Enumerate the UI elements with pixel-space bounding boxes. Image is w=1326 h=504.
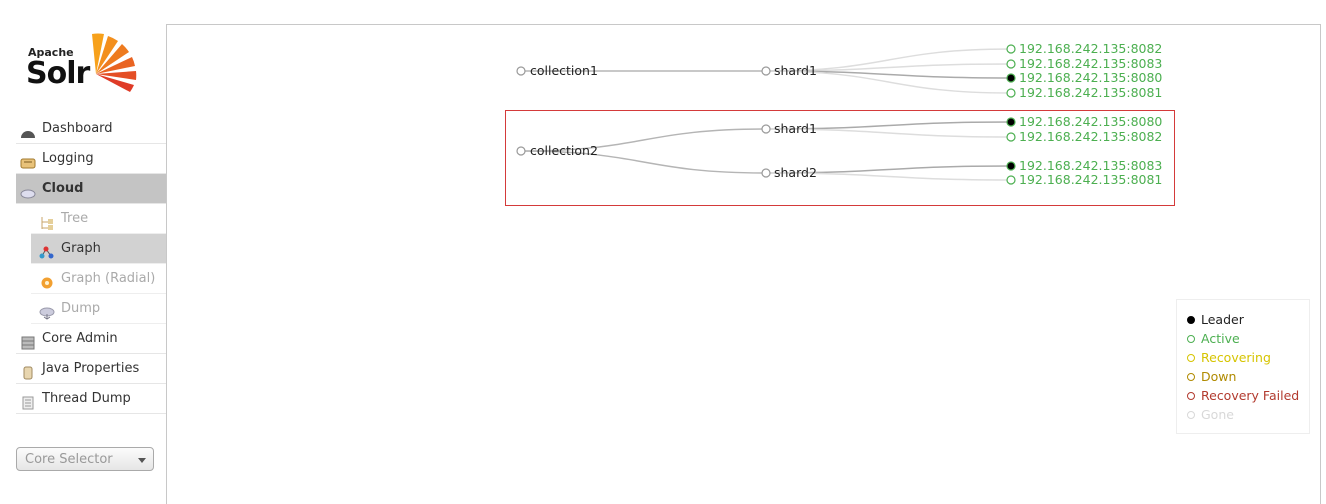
legend-item: Active [1187, 329, 1309, 348]
nav-tree[interactable]: Tree [31, 204, 166, 234]
leader-replica-node[interactable] [1006, 117, 1016, 127]
shard-label: shard2 [774, 165, 817, 180]
replica-address-label: 192.168.242.135:8081 [1019, 172, 1162, 187]
cloud-icon [20, 182, 36, 198]
collection-label: collection1 [530, 63, 598, 78]
tree-icon [39, 212, 55, 230]
nav-logging[interactable]: Logging [16, 144, 166, 174]
solr-logo: Apache Solr [24, 30, 154, 96]
chevron-down-icon [138, 458, 146, 463]
nav-core-admin[interactable]: Core Admin [16, 324, 166, 354]
nav-java-properties[interactable]: Java Properties [16, 354, 166, 384]
graph-icon [39, 242, 55, 258]
core-admin-icon [20, 332, 36, 349]
replica-address-label: 192.168.242.135:8080 [1019, 70, 1162, 85]
shard-replica-edge [765, 172, 1012, 181]
legend-label: Recovering [1201, 350, 1271, 365]
legend-item: Down [1187, 367, 1309, 386]
leader-replica-node[interactable] [1006, 73, 1016, 83]
collection-shard-edge [520, 128, 767, 152]
status-dot-icon [1187, 334, 1195, 343]
legend-item: Leader [1187, 310, 1309, 329]
legend-label: Gone [1201, 407, 1234, 422]
replica-address-label: 192.168.242.135:8083 [1019, 56, 1162, 71]
nav-thread-dump[interactable]: Thread Dump [16, 384, 166, 414]
nav-dump[interactable]: Dump [31, 294, 166, 324]
logo-solr-text: Solr [26, 56, 90, 91]
shard-node[interactable] [761, 66, 771, 76]
status-dot-icon [1187, 410, 1195, 419]
active-replica-node[interactable] [1006, 175, 1016, 185]
nav-logging-label: Logging [42, 151, 94, 166]
replica-address-label: 192.168.242.135:8082 [1019, 129, 1162, 144]
replica-address-label: 192.168.242.135:8080 [1019, 114, 1162, 129]
collection-shard-edge [520, 150, 767, 174]
collection-node[interactable] [516, 66, 526, 76]
active-replica-node[interactable] [1006, 132, 1016, 142]
nav-core-admin-label: Core Admin [42, 331, 118, 346]
active-replica-node[interactable] [1006, 59, 1016, 69]
shard-label: shard1 [774, 63, 817, 78]
logo-apache-text: Apache [28, 46, 74, 59]
nav-thread-dump-label: Thread Dump [42, 391, 131, 406]
sun-logo-icon [92, 33, 137, 92]
core-selector-placeholder: Core Selector [25, 452, 113, 467]
nav-dashboard[interactable]: Dashboard [16, 114, 166, 144]
legend-label: Active [1201, 331, 1240, 346]
replica-address-label: 192.168.242.135:8083 [1019, 158, 1162, 173]
nav-graph-radial[interactable]: Graph (Radial) [31, 264, 166, 294]
collection-label: collection2 [530, 143, 598, 158]
collection-node[interactable] [516, 146, 526, 156]
logging-icon [20, 152, 36, 168]
legend-label: Down [1201, 369, 1237, 384]
legend-item: Recovering [1187, 348, 1309, 367]
nav-graph-radial-label: Graph (Radial) [61, 271, 156, 286]
shard-node[interactable] [761, 124, 771, 134]
status-dot-icon [1187, 353, 1195, 362]
dump-icon [39, 302, 55, 320]
status-dot-icon [1187, 372, 1195, 381]
nav-java-properties-label: Java Properties [42, 361, 140, 376]
dashboard-icon [20, 122, 36, 138]
shard-replica-edge [765, 70, 1012, 94]
active-replica-node[interactable] [1006, 88, 1016, 98]
nav-cloud-label: Cloud [42, 181, 84, 196]
sidebar-nav: Dashboard Logging Cloud Tree Graph Graph… [16, 114, 166, 414]
core-selector[interactable]: Core Selector [16, 447, 154, 471]
status-dot-icon [1187, 391, 1195, 400]
legend-item: Recovery Failed [1187, 386, 1309, 405]
cloud-submenu: Tree Graph Graph (Radial) Dump [16, 204, 166, 324]
nav-dump-label: Dump [61, 301, 101, 316]
main-content [166, 24, 1321, 504]
selection-box [505, 110, 1175, 206]
shard-node[interactable] [761, 168, 771, 178]
nav-cloud[interactable]: Cloud [16, 174, 166, 204]
shard-replica-edge [765, 128, 1012, 138]
nav-graph-label: Graph [61, 241, 101, 256]
shard-label: shard1 [774, 121, 817, 136]
nav-tree-label: Tree [61, 211, 89, 226]
radial-icon [39, 272, 55, 288]
nav-graph[interactable]: Graph [31, 234, 166, 264]
nav-dashboard-label: Dashboard [42, 121, 113, 136]
status-dot-icon [1187, 315, 1195, 324]
active-replica-node[interactable] [1006, 44, 1016, 54]
replica-address-label: 192.168.242.135:8081 [1019, 85, 1162, 100]
java-properties-icon [20, 362, 36, 379]
thread-dump-icon [20, 392, 36, 409]
replica-address-label: 192.168.242.135:8082 [1019, 41, 1162, 56]
legend-label: Leader [1201, 312, 1244, 327]
legend-label: Recovery Failed [1201, 388, 1300, 403]
leader-replica-node[interactable] [1006, 161, 1016, 171]
legend-item: Gone [1187, 405, 1309, 424]
